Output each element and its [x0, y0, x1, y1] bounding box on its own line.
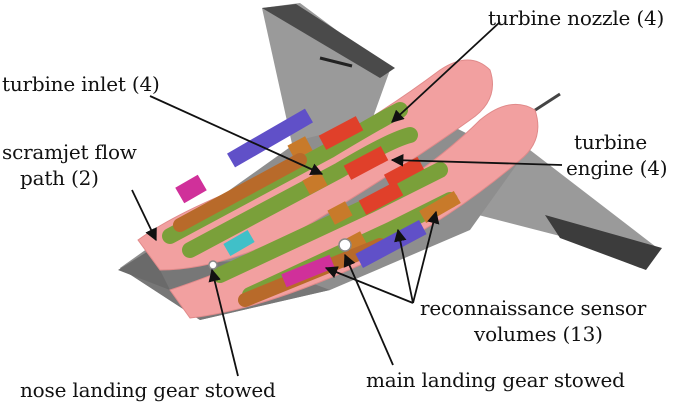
- scramjet-label-line1: scramjet flow: [2, 140, 137, 164]
- turbine-red-1: [318, 116, 364, 150]
- turbine-red-2: [343, 146, 389, 180]
- turbine-red-3: [358, 181, 404, 215]
- sensor-cyan: [223, 229, 255, 257]
- main-gear-label: main landing gear stowed: [366, 368, 625, 392]
- sensor-purple-top: [227, 108, 313, 168]
- arrow-main-gear: [343, 253, 394, 366]
- turbine-inlet-label: turbine inlet (4): [2, 72, 160, 96]
- upper-fin: [319, 56, 353, 68]
- turbine-orange-3: [327, 201, 353, 225]
- arrow-turbine-nozzle: [391, 21, 501, 123]
- recon-label-line1: reconnaissance sensor: [420, 296, 647, 320]
- arrow-turbine-engine: [390, 154, 563, 167]
- arrow-recon-2: [394, 228, 414, 304]
- turbine-nozzle-label: turbine nozzle (4): [488, 6, 665, 30]
- turbine-engine-label-line1: turbine: [574, 130, 647, 154]
- sensor-purple-low: [355, 220, 427, 268]
- turbine-engine-label-line2: engine (4): [566, 156, 668, 180]
- leader-lines: [131, 21, 563, 377]
- recon-label-line2: volumes (13): [474, 322, 603, 346]
- arrow-recon-3: [412, 210, 440, 304]
- arrow-recon-1: [324, 266, 414, 304]
- sensor-magenta-left: [175, 174, 207, 204]
- turbine-red-4: [383, 156, 425, 188]
- arrow-nose-gear: [208, 268, 239, 377]
- nose-gear-label: nose landing gear stowed: [20, 378, 276, 402]
- scramjet-label-line2: path (2): [20, 166, 99, 190]
- nose-gear-wheel: [208, 260, 218, 270]
- fuselage-nose: [118, 250, 170, 290]
- sensor-magenta-low: [281, 254, 335, 288]
- turbine-orange-1: [287, 136, 313, 160]
- turbine-orange-2: [302, 171, 328, 195]
- main-gear-wheel: [338, 238, 352, 252]
- lower-wing-tip: [545, 215, 662, 270]
- arrow-turbine-inlet: [149, 95, 324, 176]
- upper-wing-tip: [262, 4, 395, 78]
- arrow-scramjet: [131, 189, 157, 242]
- turbine-brown-duct-upper: [173, 153, 307, 232]
